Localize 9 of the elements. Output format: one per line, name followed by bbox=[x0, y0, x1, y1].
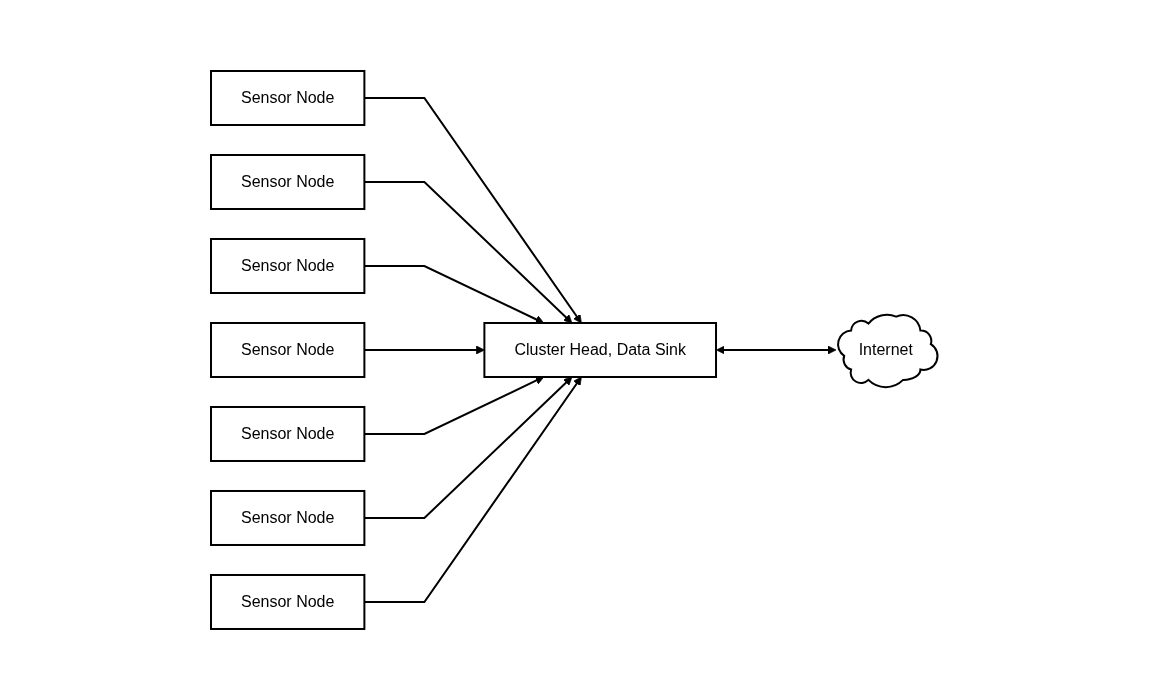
arrow bbox=[716, 345, 837, 354]
node-box: Sensor Node bbox=[210, 489, 366, 546]
node-box: Sensor Node bbox=[210, 321, 366, 378]
node-box: Cluster Head, Data Sink bbox=[483, 321, 718, 378]
node-box: Sensor Node bbox=[210, 153, 366, 210]
node-box: Sensor Node bbox=[210, 405, 366, 462]
node-box: Sensor Node bbox=[210, 69, 366, 126]
node-box: Sensor Node bbox=[210, 573, 366, 630]
node-box: Sensor Node bbox=[210, 237, 366, 294]
